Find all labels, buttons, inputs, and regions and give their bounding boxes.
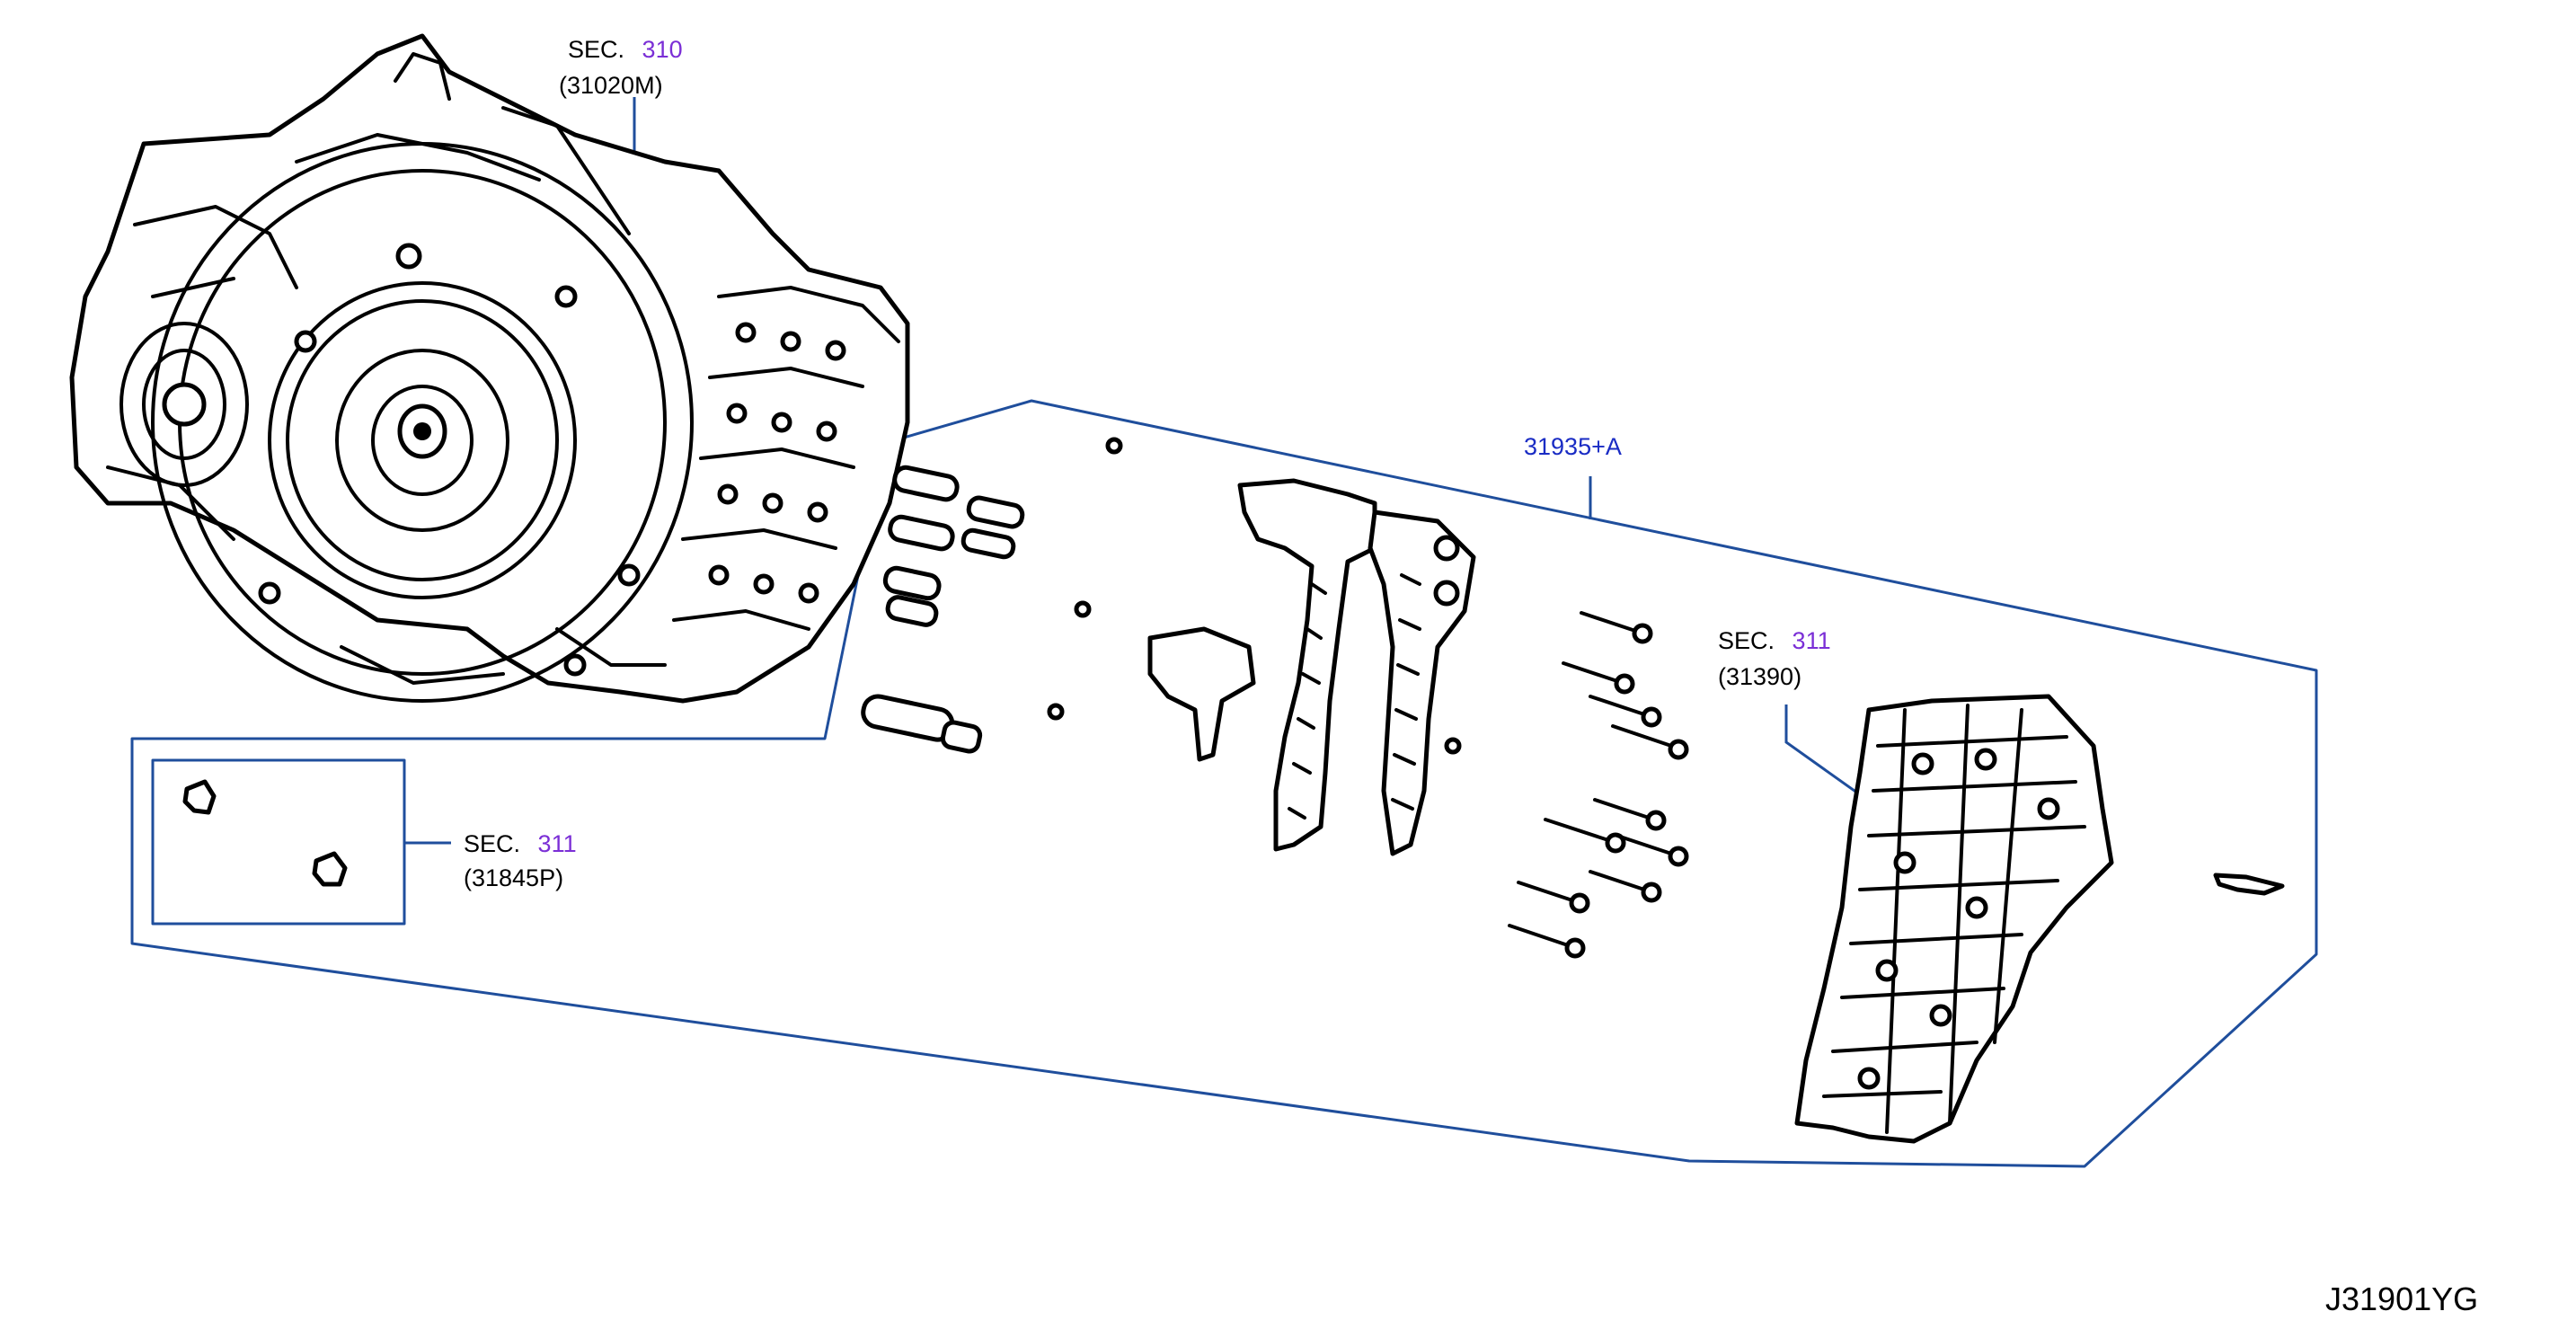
control-valve-sec-number[interactable]: 311 xyxy=(1792,627,1831,654)
solenoid-cylinders xyxy=(861,465,1025,754)
transmission-sec-text: SEC. xyxy=(568,36,625,63)
retaining-clip xyxy=(2213,873,2285,896)
leader-control-valve xyxy=(1784,704,1868,802)
control-valve-sec-text: SEC. xyxy=(1718,627,1775,654)
transmission-sec-number[interactable]: 310 xyxy=(642,36,683,63)
filter-sec-text: SEC. xyxy=(464,830,521,857)
filter-parts xyxy=(182,779,348,887)
bracket-left xyxy=(1147,626,1256,762)
filter-sec-label: SEC. 311 xyxy=(464,830,577,857)
filter-sec-number[interactable]: 311 xyxy=(537,830,577,857)
transmission-sec-label: SEC. 310 xyxy=(568,36,683,63)
valve-spring-bracket xyxy=(1368,510,1476,856)
control-valve-part-code: (31390) xyxy=(1718,663,1802,690)
transmission-assembly xyxy=(69,33,910,704)
kit-boundary-frame xyxy=(130,399,2318,1168)
valve-body-bolts xyxy=(1508,611,1689,959)
kit-part-number[interactable]: 31935+A xyxy=(1524,433,1622,460)
filter-part-code: (31845P) xyxy=(464,864,564,891)
separator-plate xyxy=(1237,478,1377,852)
control-valve-sec-label: SEC. 311 xyxy=(1718,627,1831,654)
diagram-code: J31901YG xyxy=(2325,1280,2479,1317)
control-valve-body xyxy=(1794,694,2114,1144)
small-fasteners xyxy=(1047,437,1462,755)
filter-inset-box xyxy=(151,758,406,926)
transmission-part-code: (31020M) xyxy=(559,72,663,99)
